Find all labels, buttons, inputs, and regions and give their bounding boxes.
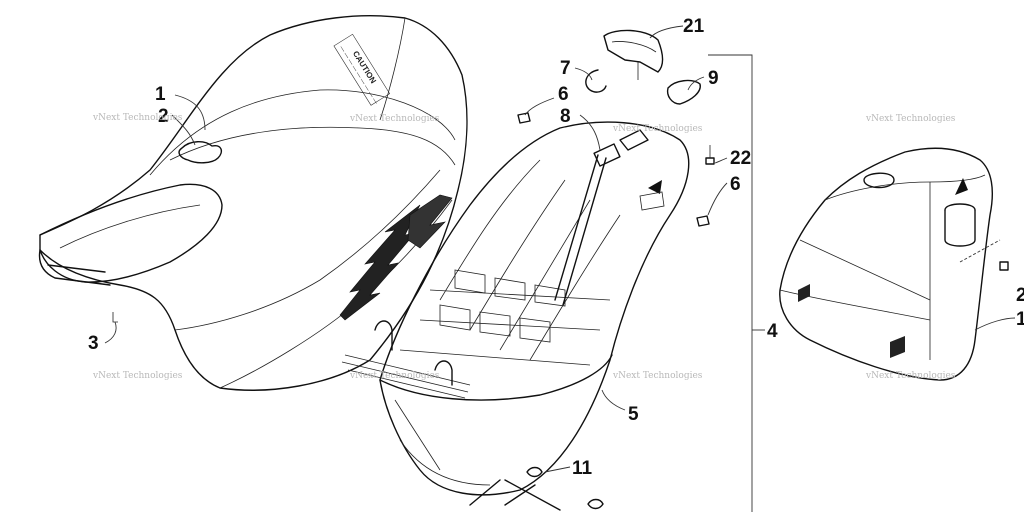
callout-21: 21 xyxy=(683,16,705,37)
callout-4: 4 xyxy=(767,321,778,342)
callout-6-lower: 6 xyxy=(730,174,741,195)
watermark-3: vNext Technologies xyxy=(612,124,703,134)
storage-compartment xyxy=(779,147,1016,381)
watermark-2: vNext Technologies xyxy=(349,114,440,124)
callout-11: 11 xyxy=(572,458,593,479)
watermark-1: vNext Technologies xyxy=(92,113,183,123)
callout-8: 8 xyxy=(560,106,571,127)
watermark-7: vNext Technologies xyxy=(612,371,703,381)
watermark-4: vNext Technologies xyxy=(865,114,956,124)
callout-9: 9 xyxy=(708,68,719,89)
callout-1-right: 1 xyxy=(1016,309,1024,330)
callout-22: 22 xyxy=(730,148,751,169)
watermark-6: vNext Technologies xyxy=(349,371,440,381)
callout-3: 3 xyxy=(88,333,99,354)
callout-6-upper: 6 xyxy=(558,84,569,105)
watermarks: vNext Technologies vNext Technologies vN… xyxy=(92,113,956,381)
watermark-8: vNext Technologies xyxy=(865,371,956,381)
callout-7: 7 xyxy=(560,58,571,79)
callout-2-right: 2 xyxy=(1016,285,1024,306)
seat-cover: CAUTION — — — — — — — — — xyxy=(38,15,468,391)
callout-1: 1 xyxy=(155,84,166,105)
seat-base xyxy=(341,29,715,511)
watermark-5: vNext Technologies xyxy=(92,371,183,381)
callout-2: 2 xyxy=(158,106,169,127)
callout-5: 5 xyxy=(628,404,639,425)
